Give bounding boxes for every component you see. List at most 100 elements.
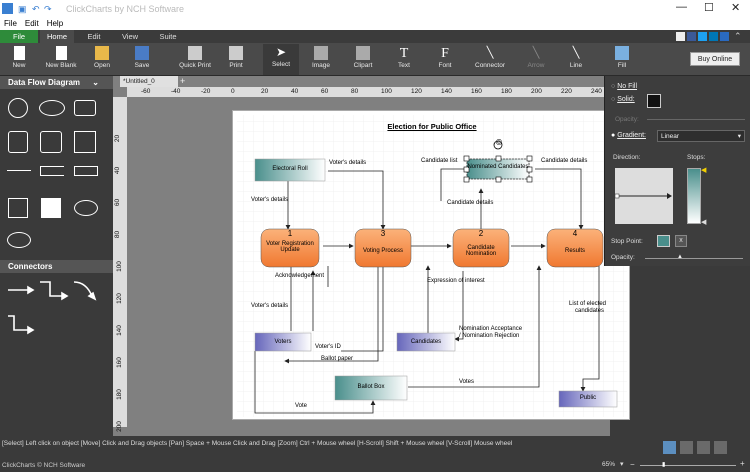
direction-label: Direction:	[613, 154, 640, 161]
ruler-h-tick: -60	[141, 88, 150, 95]
status-bar: [Select] Left click on object [Move] Cli…	[0, 436, 750, 472]
redo-icon[interactable]: ↷	[44, 4, 52, 15]
clipart-button[interactable]: Clipart	[348, 45, 378, 75]
grid-icon[interactable]	[680, 441, 693, 454]
print-button[interactable]: Print	[222, 45, 250, 75]
data-flow-diagram-header[interactable]: Data Flow Diagram⌄	[0, 76, 113, 89]
image-button[interactable]: Image	[307, 45, 335, 75]
undo-icon[interactable]: ↶	[32, 4, 40, 15]
menu-edit[interactable]: Edit	[21, 18, 43, 29]
connector-button[interactable]: ╲Connector	[470, 45, 510, 75]
menu-file[interactable]: File	[0, 18, 21, 29]
tab-suite[interactable]: Suite	[150, 30, 186, 43]
shape-filled-square[interactable]	[41, 198, 61, 218]
shape-square[interactable]	[8, 198, 28, 218]
diagram-title: Election for Public Office	[233, 122, 631, 131]
new-blank-button[interactable]: New Blank	[42, 45, 80, 75]
minimize-button[interactable]: —	[676, 1, 687, 13]
arrow-button[interactable]: ╲Arrow	[522, 45, 550, 75]
no-fill-option[interactable]: ○ No Fill	[611, 83, 637, 90]
opacity-label: Opacity:	[615, 116, 639, 123]
label-voters-id: Voter's ID	[315, 344, 341, 350]
connector-elbow-arrow[interactable]	[40, 282, 62, 296]
save-button[interactable]: Save	[128, 45, 156, 75]
zoom-icon[interactable]	[714, 441, 727, 454]
window-title: ClickCharts by NCH Software	[66, 4, 184, 14]
voter-registration-number: 1	[261, 229, 319, 238]
shape-entity[interactable]	[74, 131, 96, 153]
pan-icon[interactable]	[697, 441, 710, 454]
ruler-v-tick: 140	[116, 325, 123, 336]
solid-color-swatch[interactable]	[647, 94, 661, 108]
share-icon[interactable]	[720, 32, 729, 41]
zoom-slider[interactable]	[640, 465, 736, 466]
gradient-option[interactable]: ● Gradient:	[611, 132, 646, 139]
text-button[interactable]: TText	[390, 45, 418, 75]
shape-library-panel: Data Flow Diagram⌄ Connectors	[0, 76, 113, 436]
fit-page-icon[interactable]	[663, 441, 676, 454]
zoom-out-icon[interactable]: −	[630, 460, 635, 469]
shape-ellipse[interactable]	[39, 100, 65, 116]
select-button[interactable]: ➤Select	[263, 44, 299, 75]
shape-data-store-box[interactable]	[74, 166, 98, 176]
solid-option[interactable]: ○ Solid:	[611, 96, 635, 103]
tab-file[interactable]: File	[0, 30, 38, 43]
line-button[interactable]: ╲Line	[562, 45, 590, 75]
remove-stop-button[interactable]: x	[675, 235, 687, 247]
open-button[interactable]: Open	[88, 45, 116, 75]
maximize-button[interactable]: ☐	[704, 1, 714, 14]
tab-home[interactable]: Home	[40, 30, 74, 43]
facebook-icon[interactable]	[687, 32, 696, 41]
gradient-stops-bar[interactable]	[687, 168, 701, 224]
connectors-header[interactable]: Connectors	[0, 260, 113, 273]
zoom-in-icon[interactable]: +	[740, 459, 745, 468]
close-button[interactable]: ✕	[731, 1, 740, 14]
fill-button[interactable]: Fill	[608, 45, 636, 75]
buy-online-button[interactable]: Buy Online	[690, 52, 740, 66]
shape-process-numbered[interactable]	[40, 131, 62, 153]
save-icon	[135, 46, 149, 60]
document-tab[interactable]: *Untitled_0	[120, 76, 178, 87]
quick-print-button[interactable]: Quick Print	[176, 45, 214, 75]
linkedin-icon[interactable]	[709, 32, 718, 41]
stop-marker-bottom[interactable]: ◀	[701, 218, 706, 226]
vertical-ruler: 20406080100120140160180200	[113, 97, 127, 427]
opacity-slider-thumb[interactable]: ▲	[677, 254, 683, 260]
tab-view[interactable]: View	[114, 30, 146, 43]
shape-oval-2[interactable]	[7, 232, 31, 248]
shape-rounded-rect[interactable]	[74, 100, 96, 116]
new-button[interactable]: New	[4, 45, 34, 75]
shape-data-store-open[interactable]	[40, 166, 64, 176]
shape-circle[interactable]	[8, 98, 28, 118]
zoom-dropdown-icon[interactable]: ▾	[620, 460, 624, 468]
label-nom-reject: / Nomination Rejection	[459, 333, 519, 339]
like-icon[interactable]	[676, 32, 685, 41]
tab-edit[interactable]: Edit	[78, 30, 110, 43]
gradient-type-select[interactable]: Linear▾	[657, 130, 745, 142]
connector-icon: ╲	[483, 46, 497, 60]
zoom-slider-thumb[interactable]: ▮	[662, 461, 665, 468]
menu-help[interactable]: Help	[43, 18, 67, 29]
shape-process[interactable]	[8, 131, 28, 153]
direction-picker[interactable]	[615, 168, 673, 224]
stop-color-swatch[interactable]	[657, 235, 670, 247]
shape-oval[interactable]	[74, 200, 98, 216]
connector-elbow-2[interactable]	[8, 316, 28, 330]
results-label: Results	[547, 248, 603, 254]
ruler-h-tick: 20	[261, 88, 268, 95]
shape-data-store[interactable]	[7, 170, 31, 171]
twitter-icon[interactable]	[698, 32, 707, 41]
quick-save-icon[interactable]: ▣	[18, 4, 27, 15]
font-button[interactable]: FFont	[430, 45, 460, 75]
results-number: 4	[547, 229, 603, 238]
add-tab-icon[interactable]: +	[180, 76, 185, 86]
nomination-number: 2	[453, 229, 509, 238]
text-icon: T	[397, 46, 411, 60]
label-candidates: candidates	[575, 308, 604, 314]
connector-curved-arrow[interactable]	[74, 282, 92, 296]
collapse-ribbon-icon[interactable]: ⌃	[734, 31, 742, 42]
diagram-page[interactable]: Election for Public Office Electoral Rol…	[232, 110, 630, 420]
stop-marker-top[interactable]: ◀	[701, 166, 706, 174]
fill-bucket-icon	[615, 46, 629, 60]
opacity-slider[interactable]	[645, 258, 743, 259]
